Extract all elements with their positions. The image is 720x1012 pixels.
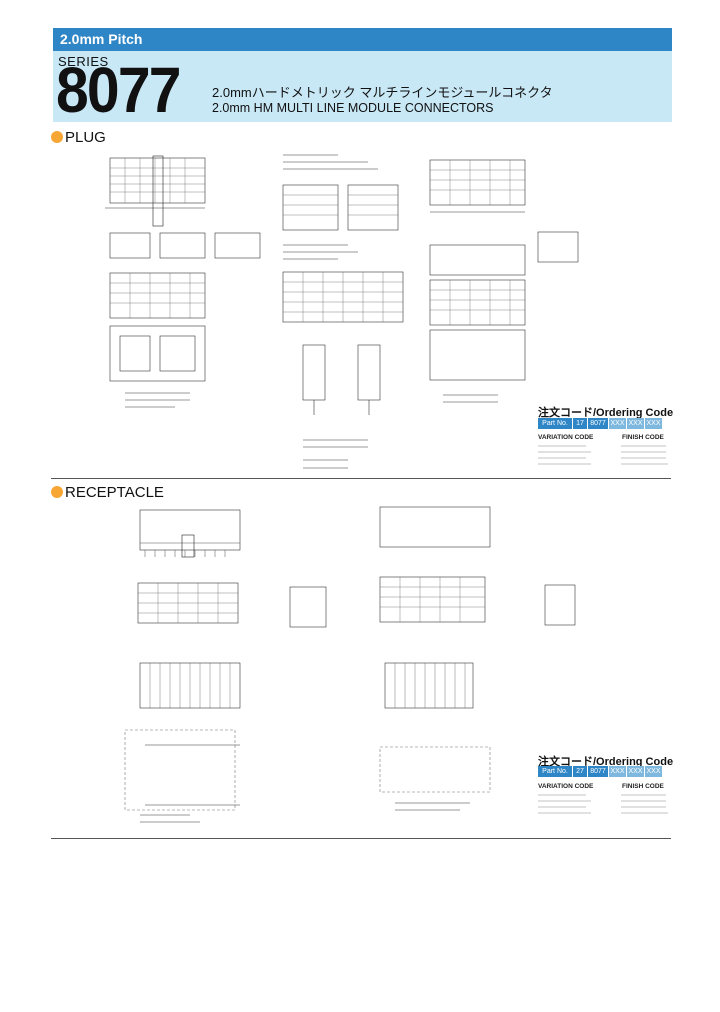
code-box: 8077 [588,766,608,777]
title-english: 2.0mm HM MULTI LINE MODULE CONNECTORS [212,101,494,115]
receptacle-ordering-fineprint [538,794,668,814]
plug-variation-heading: VARIATION CODE [538,434,594,441]
code-box: 27 [573,766,587,777]
receptacle-ordering-title: 注文コード/Ordering Code [538,756,674,768]
plug-left-drawing [105,155,261,408]
plug-middle-drawing [282,154,404,469]
code-box: XXX [627,418,644,429]
part-no-box: Part No. [538,766,572,777]
section-plug-label: PLUG [65,129,106,146]
receptacle-left-drawing [124,509,327,823]
bottom-divider [51,838,671,839]
code-box: XXX [645,766,662,777]
bullet-dot-icon [51,131,63,143]
code-box: 17 [573,418,587,429]
series-band [53,51,672,122]
code-box: 8077 [588,418,608,429]
receptacle-ordering-code-row: Part No. 27 8077 XXX XXX XXX [538,766,663,777]
title-japanese: 2.0mmハードメトリック マルチラインモジュールコネクタ [212,85,553,100]
code-box: XXX [645,418,662,429]
section-receptacle-heading: RECEPTACLE [51,484,164,502]
code-box: XXX [609,766,626,777]
bullet-dot-icon [51,486,63,498]
code-box: XXX [627,766,644,777]
pitch-label: 2.0mm Pitch [60,31,143,47]
section-receptacle-label: RECEPTACLE [65,484,164,501]
section-divider [51,478,671,479]
section-plug-heading: PLUG [51,129,106,147]
plug-ordering-title: 注文コード/Ordering Code [538,407,674,419]
header-bar [53,28,672,51]
receptacle-right-drawing [379,506,576,811]
receptacle-finish-heading: FINISH CODE [622,783,664,790]
code-box: XXX [609,418,626,429]
series-word: SERIES [58,54,109,69]
series-number: 8077 [56,54,181,126]
plug-finish-heading: FINISH CODE [622,434,664,441]
plug-ordering-code-row: Part No. 17 8077 XXX XXX XXX [538,418,663,429]
receptacle-variation-heading: VARIATION CODE [538,783,594,790]
part-no-box: Part No. [538,418,572,429]
plug-right-drawing [429,159,579,403]
plug-ordering-fineprint [538,445,668,465]
